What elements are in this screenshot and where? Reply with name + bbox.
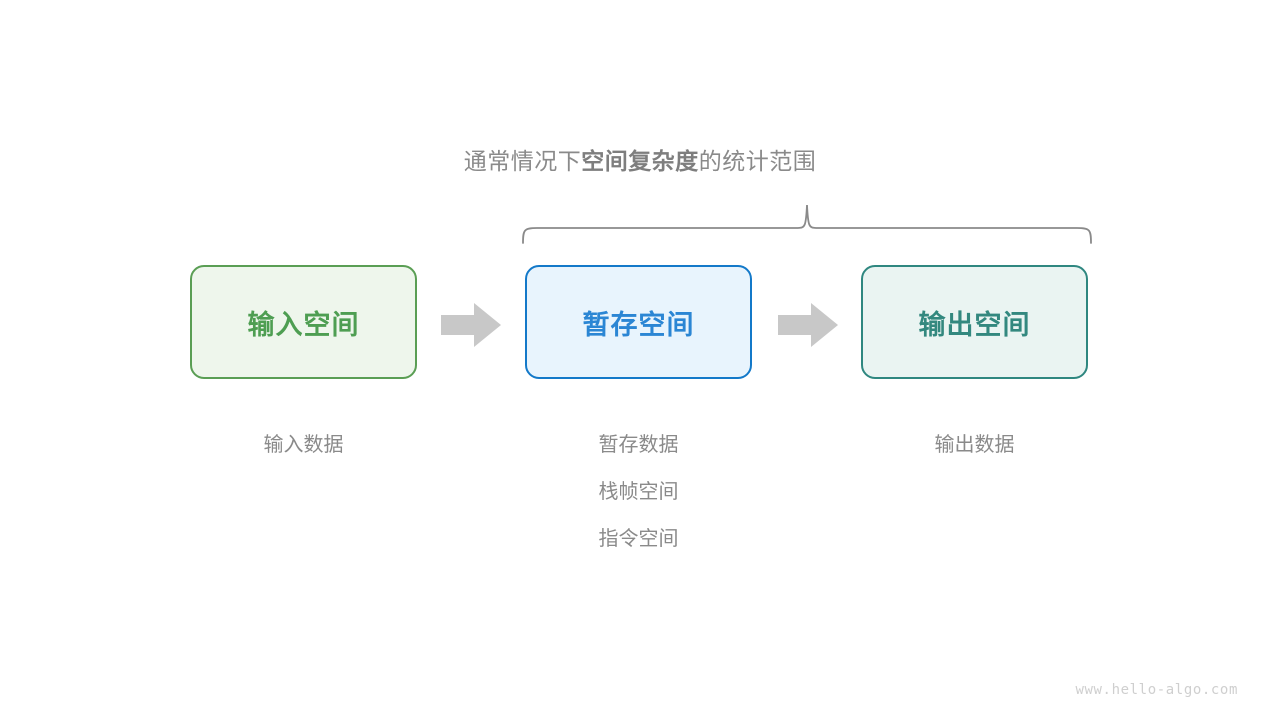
right-block-arrow-icon <box>441 303 501 347</box>
space-box-row: 输入空间 暂存空间 输出空间 <box>0 265 1280 381</box>
curly-brace <box>515 196 1099 252</box>
caption-item: 输入数据 <box>263 434 344 456</box>
brace-caption-suffix: 的统计范围 <box>698 148 817 174</box>
caption-item: 指令空间 <box>598 528 679 550</box>
brace-caption-prefix: 通常情况下 <box>463 148 582 174</box>
curly-brace-icon <box>522 204 1092 244</box>
brace-caption-emphasis: 空间复杂度 <box>581 148 699 174</box>
space-box-output-space[interactable]: 输出空间 <box>861 265 1088 379</box>
arrow-input-to-temp <box>441 303 501 347</box>
caption-item: 栈帧空间 <box>598 481 679 503</box>
watermark: www.hello-algo.com <box>1075 682 1238 698</box>
caption-column-temp: 暂存数据 栈帧空间 指令空间 <box>525 422 752 563</box>
caption-item: 暂存数据 <box>598 434 679 456</box>
right-block-arrow-icon <box>778 303 838 347</box>
space-box-input-space[interactable]: 输入空间 <box>190 265 417 379</box>
arrow-temp-to-output <box>778 303 838 347</box>
brace-caption: 通常情况下空间复杂度的统计范围 <box>0 144 1280 178</box>
space-box-temp-space[interactable]: 暂存空间 <box>525 265 752 379</box>
caption-column-input: 输入数据 <box>190 422 417 469</box>
caption-column-output: 输出数据 <box>861 422 1088 469</box>
caption-item: 输出数据 <box>934 434 1015 456</box>
